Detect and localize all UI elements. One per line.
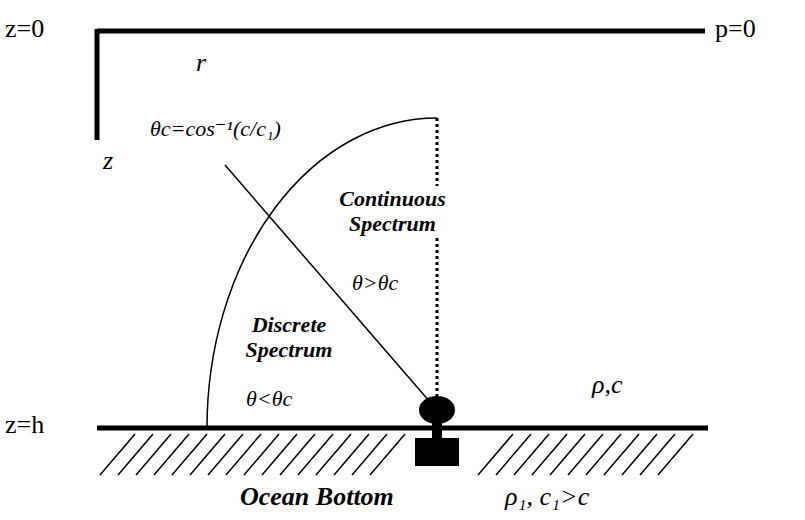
hatch-stroke	[244, 434, 279, 475]
region-label: Discrete Spectrum	[228, 312, 350, 363]
hatch-stroke	[658, 434, 693, 475]
critical-angle-formula: θc=cos⁻¹(c/c₁)	[148, 116, 283, 141]
axis-label: r	[196, 48, 206, 78]
receiver-base	[415, 438, 459, 466]
vertical-dotted-line	[436, 118, 439, 398]
bottom-label: Ocean Bottom	[240, 482, 394, 512]
hatch-stroke	[514, 434, 549, 475]
angle-condition: θ<θc	[246, 386, 292, 411]
region-label: Continuous Spectrum	[318, 186, 467, 237]
hatch-stroke	[334, 434, 369, 475]
hatch-stroke	[226, 434, 261, 475]
hatch-stroke	[262, 434, 297, 475]
hatch-stroke	[640, 434, 675, 475]
hatch-stroke	[478, 434, 513, 475]
depth-label: z=0	[5, 14, 44, 44]
medium-parameters: ρ,c	[592, 370, 623, 400]
hatch-stroke	[136, 434, 171, 475]
hatch-stroke	[352, 434, 387, 475]
hatch-stroke	[172, 434, 207, 475]
hatch-stroke	[154, 434, 189, 475]
hatch-stroke	[100, 434, 135, 475]
hatch-stroke	[550, 434, 585, 475]
receiver-symbol	[419, 396, 455, 424]
hatch-stroke	[118, 434, 153, 475]
boundary-condition: p=0	[715, 14, 756, 44]
hatch-stroke	[604, 434, 639, 475]
hatch-stroke	[298, 434, 333, 475]
hatch-stroke	[622, 434, 657, 475]
depth-label: z=h	[5, 410, 44, 440]
hatch-stroke	[496, 434, 531, 475]
hatch-stroke	[190, 434, 225, 475]
seabed-hatch	[100, 434, 693, 475]
hatch-stroke	[370, 434, 405, 475]
hatch-stroke	[280, 434, 315, 475]
hatch-stroke	[532, 434, 567, 475]
angle-arc	[207, 118, 437, 428]
bottom-line	[97, 426, 708, 431]
medium-parameters: ρ₁, c₁>c	[505, 482, 589, 512]
hatch-stroke	[586, 434, 621, 475]
hatch-stroke	[208, 434, 243, 475]
depth-axis	[95, 29, 100, 140]
surface-line	[97, 29, 705, 34]
hatch-stroke	[316, 434, 351, 475]
hatch-stroke	[568, 434, 603, 475]
angle-condition: θ>θc	[352, 270, 398, 295]
axis-label: z	[103, 146, 113, 176]
